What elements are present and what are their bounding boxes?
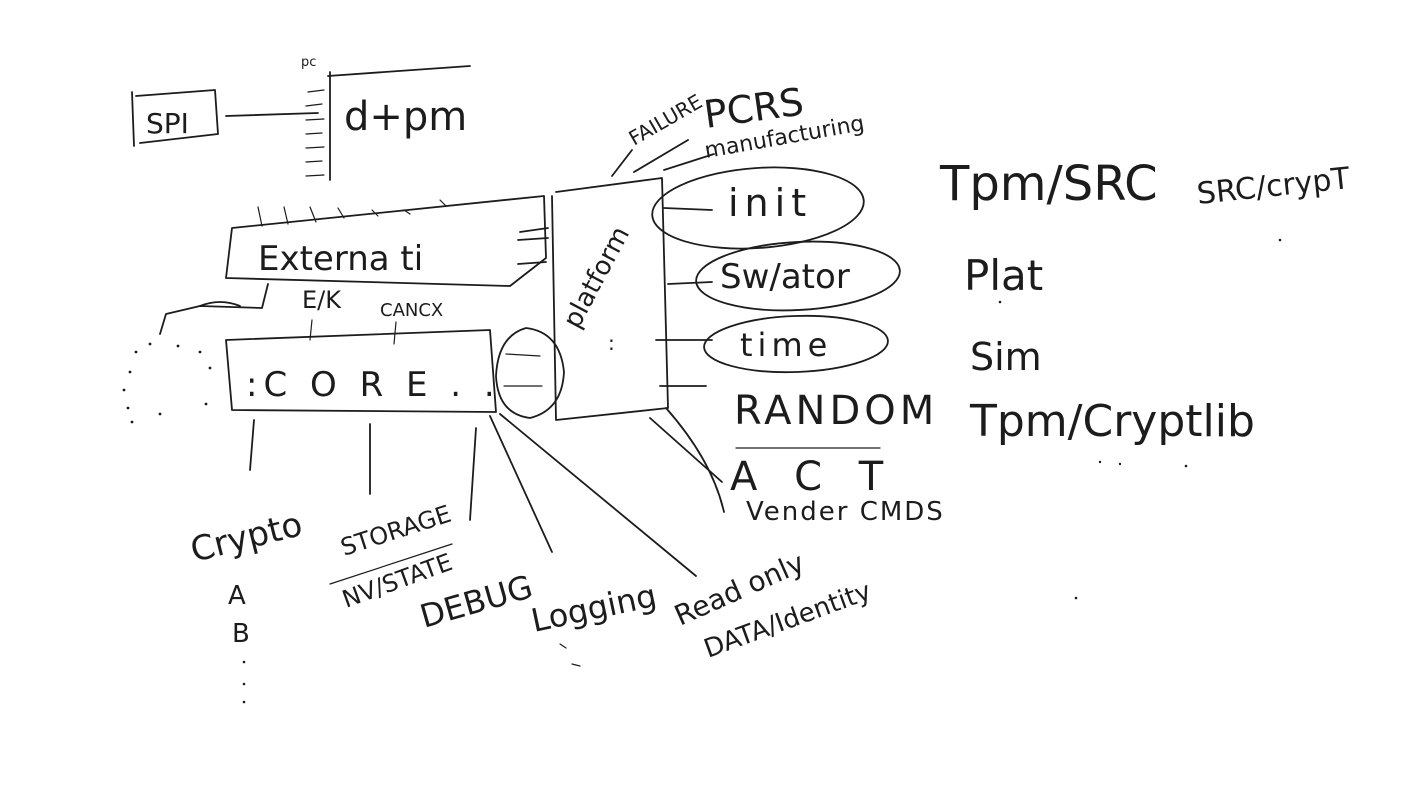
storage-divider	[329, 543, 453, 585]
cancx-label: CANCX	[380, 300, 443, 321]
random-node: RANDOM	[659, 385, 938, 434]
act-label: A C T	[730, 454, 895, 500]
top-right-leads	[611, 139, 715, 177]
map-tpm-cryptlib: Tpm/Cryptlib	[969, 396, 1255, 447]
platform-box	[551, 177, 669, 421]
readonly-lead	[499, 413, 697, 577]
externality-connectors	[517, 227, 549, 265]
externality-lead-hook	[199, 301, 241, 307]
crypto-lead	[249, 419, 255, 471]
ek-cancx-ticks	[309, 319, 397, 345]
crypto-b-label: B	[232, 619, 250, 649]
spi-node: SPI	[131, 89, 219, 147]
logging-label: Logging	[528, 576, 660, 640]
init-node: init	[651, 166, 865, 250]
map-src-crypt: SRC/crypT	[1195, 161, 1352, 212]
mapping-column: Tpm/SRC SRC/crypT Plat Sim Tpm/Cryptlib	[939, 156, 1352, 600]
act-lead	[649, 417, 723, 483]
interface-lines	[503, 353, 543, 387]
spi-box	[131, 89, 219, 147]
externality-node: Externa ti	[225, 195, 549, 287]
dtpm-label: d+pm	[344, 94, 467, 140]
externality-lead	[159, 283, 269, 335]
core-label: :C O R E . .	[246, 365, 501, 405]
random-label: RANDOM	[734, 388, 938, 434]
init-lead	[663, 207, 713, 211]
time-ellipse	[703, 314, 889, 374]
spi-label: SPI	[146, 107, 189, 140]
failure-label: FAILURE	[625, 89, 707, 150]
storage-branch: STORAGE NV/STATE	[329, 423, 456, 614]
externality-label: Externa ti	[258, 239, 423, 279]
logging-lead	[489, 415, 553, 553]
dtpm-box	[327, 65, 471, 181]
map-sim: Sim	[970, 335, 1042, 379]
time-node: time	[655, 314, 889, 374]
platform-label: platform	[558, 222, 636, 334]
logging-branch: Logging	[489, 415, 660, 667]
ek-label: E/K	[302, 286, 342, 314]
logging-marks	[559, 643, 581, 667]
dtpm-marker: pc	[301, 55, 316, 70]
simulator-lead	[667, 281, 713, 285]
crypto-label: Crypto	[187, 504, 307, 570]
vendor-lead	[665, 407, 725, 513]
dtpm-pins	[305, 89, 325, 177]
crypto-branch: Crypto A B	[187, 419, 307, 704]
init-ellipse	[651, 166, 865, 250]
time-label: time	[740, 326, 832, 364]
map-tpm-src: Tpm/SRC	[939, 156, 1158, 212]
simulator-node: Sw/ator	[667, 240, 901, 312]
debug-lead	[469, 427, 477, 521]
vendor-cmds-label: Vender CMDS	[746, 497, 945, 527]
crypto-a-label: A	[228, 581, 246, 611]
platform-dots: :	[608, 331, 615, 355]
core-platform-interface	[495, 327, 565, 419]
dtpm-node: pc d+pm	[301, 55, 471, 181]
act-node: A C T	[649, 417, 895, 500]
simulator-label: Sw/ator	[720, 257, 850, 297]
core-node: :C O R E . .	[225, 329, 501, 413]
spi-to-dtpm-line	[225, 112, 319, 117]
dotted-circle	[122, 342, 212, 424]
externality-box	[225, 195, 547, 287]
simulator-ellipse	[695, 240, 901, 312]
init-label: init	[728, 181, 812, 225]
platform-node: platform :	[551, 177, 669, 421]
core-box	[225, 329, 497, 413]
vendor-cmds-node: Vender CMDS	[665, 407, 945, 527]
map-plat: Plat	[964, 251, 1043, 300]
